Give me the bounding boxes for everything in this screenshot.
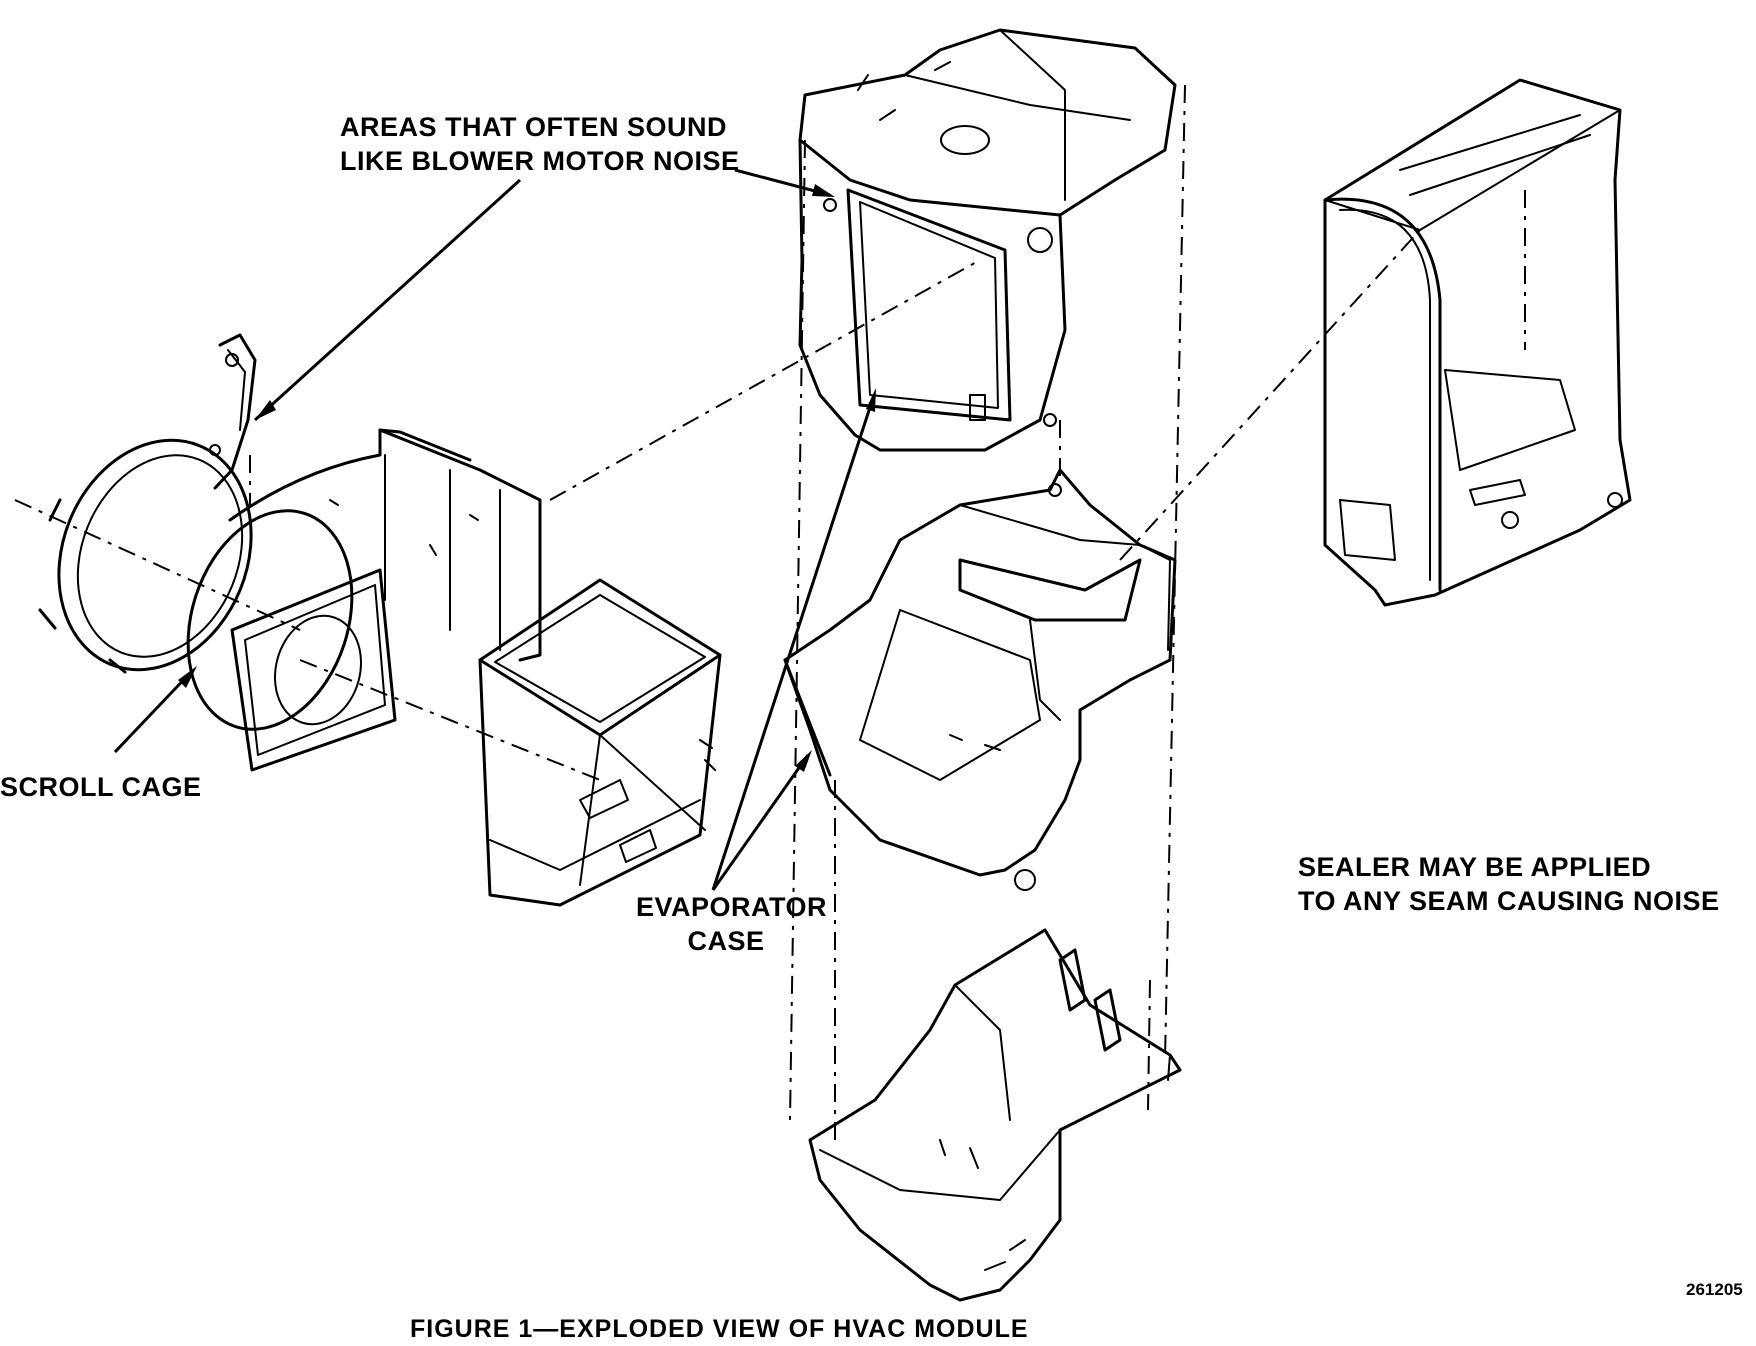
areas-noise-label-line2: LIKE BLOWER MOTOR NOISE bbox=[340, 146, 740, 176]
figure-number: 261205 bbox=[1686, 1280, 1743, 1299]
scroll-cage-label: SCROLL CAGE bbox=[0, 772, 202, 802]
evaporator-case-label: EVAPORATOR CASE bbox=[636, 890, 828, 958]
areas-noise-label-line1: AREAS THAT OFTEN SOUND bbox=[340, 112, 727, 142]
evaporator-case-label-line2: CASE bbox=[687, 926, 765, 956]
sealer-note-label: SEALER MAY BE APPLIED TO ANY SEAM CAUSIN… bbox=[1298, 850, 1720, 918]
leader-lines bbox=[113, 168, 876, 891]
alignment-lines bbox=[14, 84, 1526, 1140]
heater-case-part bbox=[1323, 78, 1632, 607]
sealer-note-label-line2: TO ANY SEAM CAUSING NOISE bbox=[1298, 886, 1720, 916]
evaporator-case-upper-part bbox=[798, 28, 1177, 452]
evaporator-case-lower-part bbox=[808, 928, 1182, 1302]
areas-noise-label: AREAS THAT OFTEN SOUND LIKE BLOWER MOTOR… bbox=[340, 110, 740, 178]
blower-housing-part bbox=[186, 428, 542, 772]
air-inlet-duct-part bbox=[478, 578, 722, 907]
evaporator-case-label-line1: EVAPORATOR bbox=[636, 892, 828, 922]
sealer-note-label-line1: SEALER MAY BE APPLIED bbox=[1298, 852, 1652, 882]
evaporator-case-middle-part bbox=[783, 468, 1177, 891]
figure-caption: FIGURE 1—EXPLODED VIEW OF HVAC MODULE bbox=[410, 1315, 1029, 1343]
